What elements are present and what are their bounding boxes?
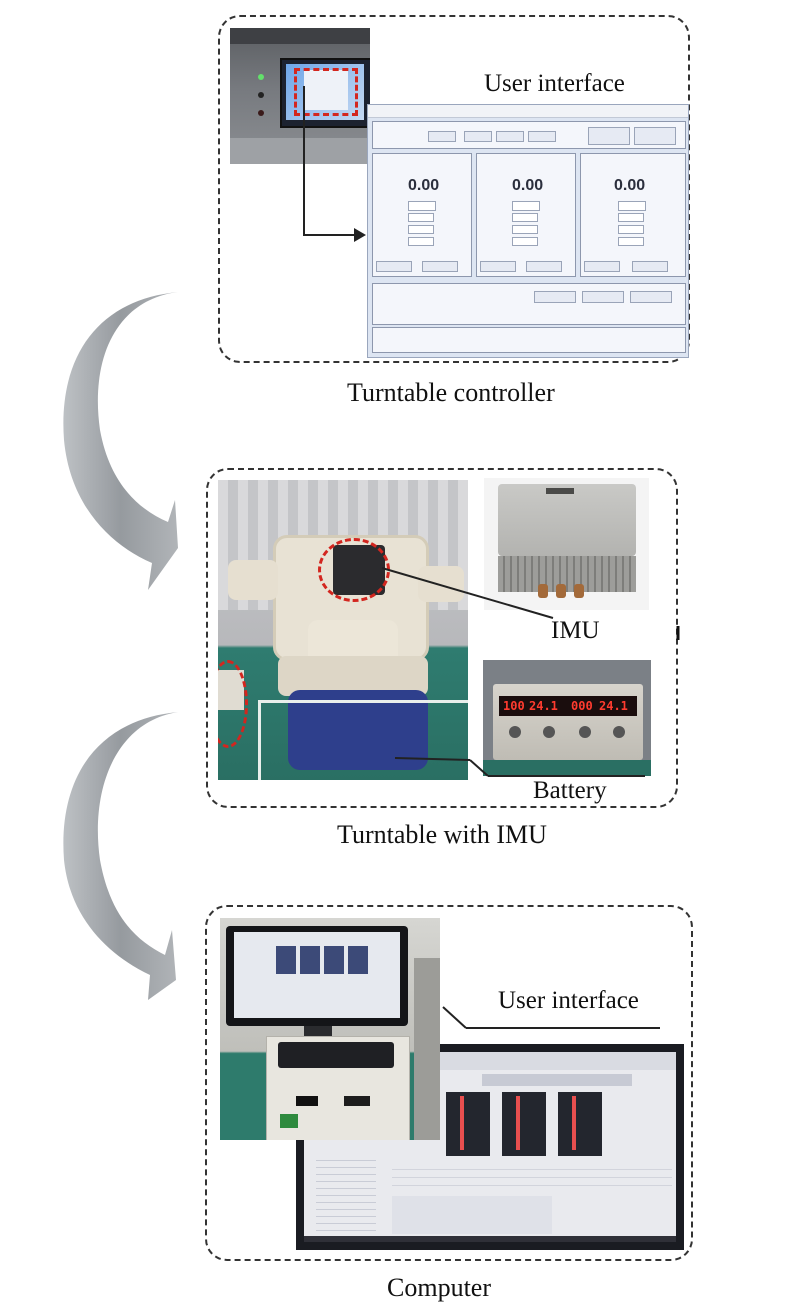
controller-ui-screenshot: 0.00 0.00 0.00 xyxy=(367,104,689,358)
curved-arrow-2 xyxy=(63,712,178,1000)
turntable-photo xyxy=(218,480,468,780)
connector-line xyxy=(303,86,305,236)
battery-highlight-circle xyxy=(218,660,248,748)
axis-value-3: 0.00 xyxy=(614,177,646,194)
keyboard xyxy=(278,1042,394,1068)
computer-caption: Computer xyxy=(387,1273,491,1302)
turntable-with-imu-caption: Turntable with IMU xyxy=(337,820,547,849)
screen-highlight-box xyxy=(294,68,358,116)
axis-value-1: 0.00 xyxy=(408,177,440,194)
power-supply-display xyxy=(499,696,637,716)
power-supply-photo: 100 24.1 000 24.1 xyxy=(483,660,651,776)
battery-label: Battery xyxy=(533,777,607,804)
controller-ui-label: User interface xyxy=(484,70,625,97)
gauge-panel xyxy=(446,1092,490,1156)
gauge-panel xyxy=(502,1092,546,1156)
computer-workstation-photo xyxy=(220,918,440,1140)
axis-value-2: 0.00 xyxy=(512,177,544,194)
gauge-panel xyxy=(558,1092,602,1156)
connector-line xyxy=(303,234,359,236)
computer-panel xyxy=(205,905,693,1261)
imu-photo xyxy=(484,478,649,610)
display-left-b: 24.1 xyxy=(529,699,558,713)
connector-arrowhead xyxy=(354,228,366,242)
display-right-a: 000 xyxy=(571,699,593,713)
computer-ui-label: User interface xyxy=(498,987,639,1014)
turntable-controller-caption: Turntable controller xyxy=(347,378,555,407)
imu-label: IMU xyxy=(551,617,600,644)
curved-arrow-1 xyxy=(63,292,178,590)
controller-cabinet-photo xyxy=(230,28,370,164)
display-right-b: 24.1 xyxy=(599,699,628,713)
turntable-controller-panel xyxy=(218,15,690,363)
display-left-a: 100 xyxy=(503,699,525,713)
